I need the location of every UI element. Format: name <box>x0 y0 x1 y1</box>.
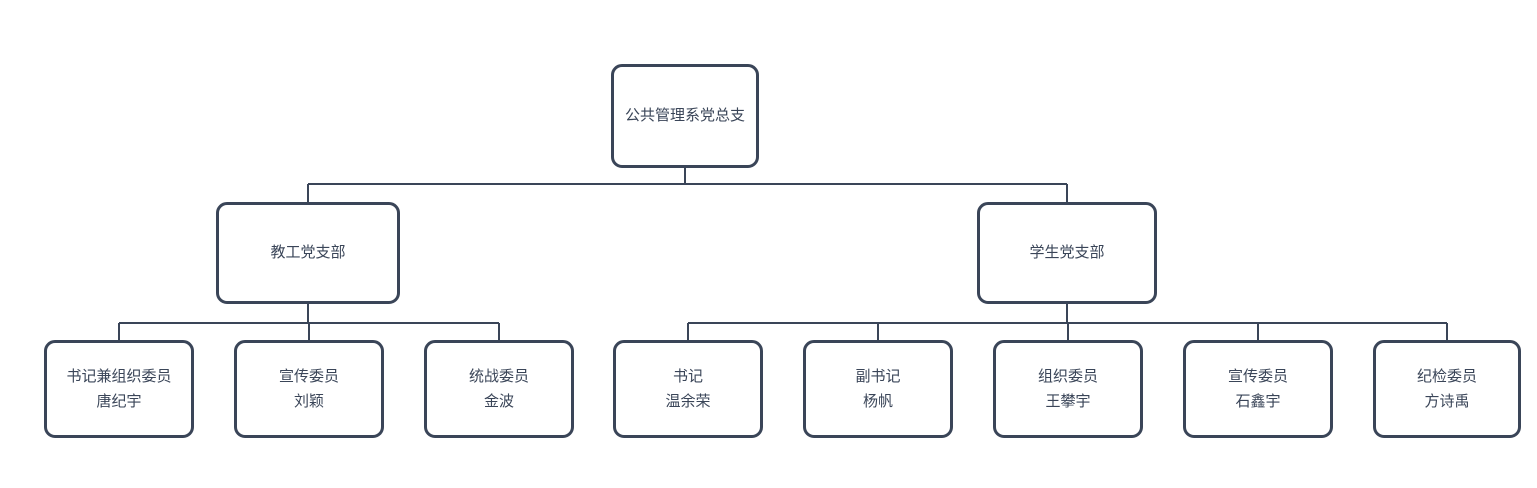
node-faculty-united-front-title: 统战委员 <box>468 367 529 385</box>
node-faculty-secretary-title: 书记兼组织委员 <box>66 367 172 385</box>
node-faculty-branch-label: 教工党支部 <box>270 244 346 262</box>
node-faculty-publicity-title: 宣传委员 <box>278 367 339 385</box>
node-faculty-secretary-name: 唐纪宇 <box>96 393 142 410</box>
node-student-discipline-title: 纪检委员 <box>1416 367 1477 385</box>
node-student-publicity-title: 宣传委员 <box>1227 367 1288 385</box>
node-student-secretary-name: 温余荣 <box>665 393 711 410</box>
node-root-label: 公共管理系党总支 <box>624 107 745 124</box>
node-student-publicity-name: 石鑫宇 <box>1235 393 1281 410</box>
node-root[interactable]: 公共管理系党总支 <box>611 64 759 168</box>
node-student-branch-label: 学生党支部 <box>1029 244 1105 262</box>
node-student-organization-title: 组织委员 <box>1037 367 1098 385</box>
node-faculty-branch[interactable]: 教工党支部 <box>216 202 400 304</box>
node-faculty-publicity-name: 刘颖 <box>293 393 324 410</box>
node-student-discipline-name: 方诗禹 <box>1424 393 1470 410</box>
node-student-deputy-secretary-name: 杨帆 <box>862 393 893 410</box>
node-student-secretary[interactable]: 书记温余荣 <box>613 340 763 438</box>
node-student-organization-name: 王攀宇 <box>1045 393 1091 410</box>
node-faculty-secretary[interactable]: 书记兼组织委员唐纪宇 <box>44 340 194 438</box>
node-faculty-publicity[interactable]: 宣传委员刘颖 <box>234 340 384 438</box>
node-student-branch[interactable]: 学生党支部 <box>977 202 1157 304</box>
node-student-deputy-secretary[interactable]: 副书记杨帆 <box>803 340 953 438</box>
node-faculty-united-front-name: 金波 <box>483 393 514 410</box>
node-student-deputy-secretary-title: 副书记 <box>855 367 901 385</box>
node-faculty-united-front[interactable]: 统战委员金波 <box>424 340 574 438</box>
node-student-secretary-title: 书记 <box>672 367 703 385</box>
node-student-discipline[interactable]: 纪检委员方诗禹 <box>1373 340 1521 438</box>
node-student-publicity[interactable]: 宣传委员石鑫宇 <box>1183 340 1333 438</box>
node-student-organization[interactable]: 组织委员王攀宇 <box>993 340 1143 438</box>
